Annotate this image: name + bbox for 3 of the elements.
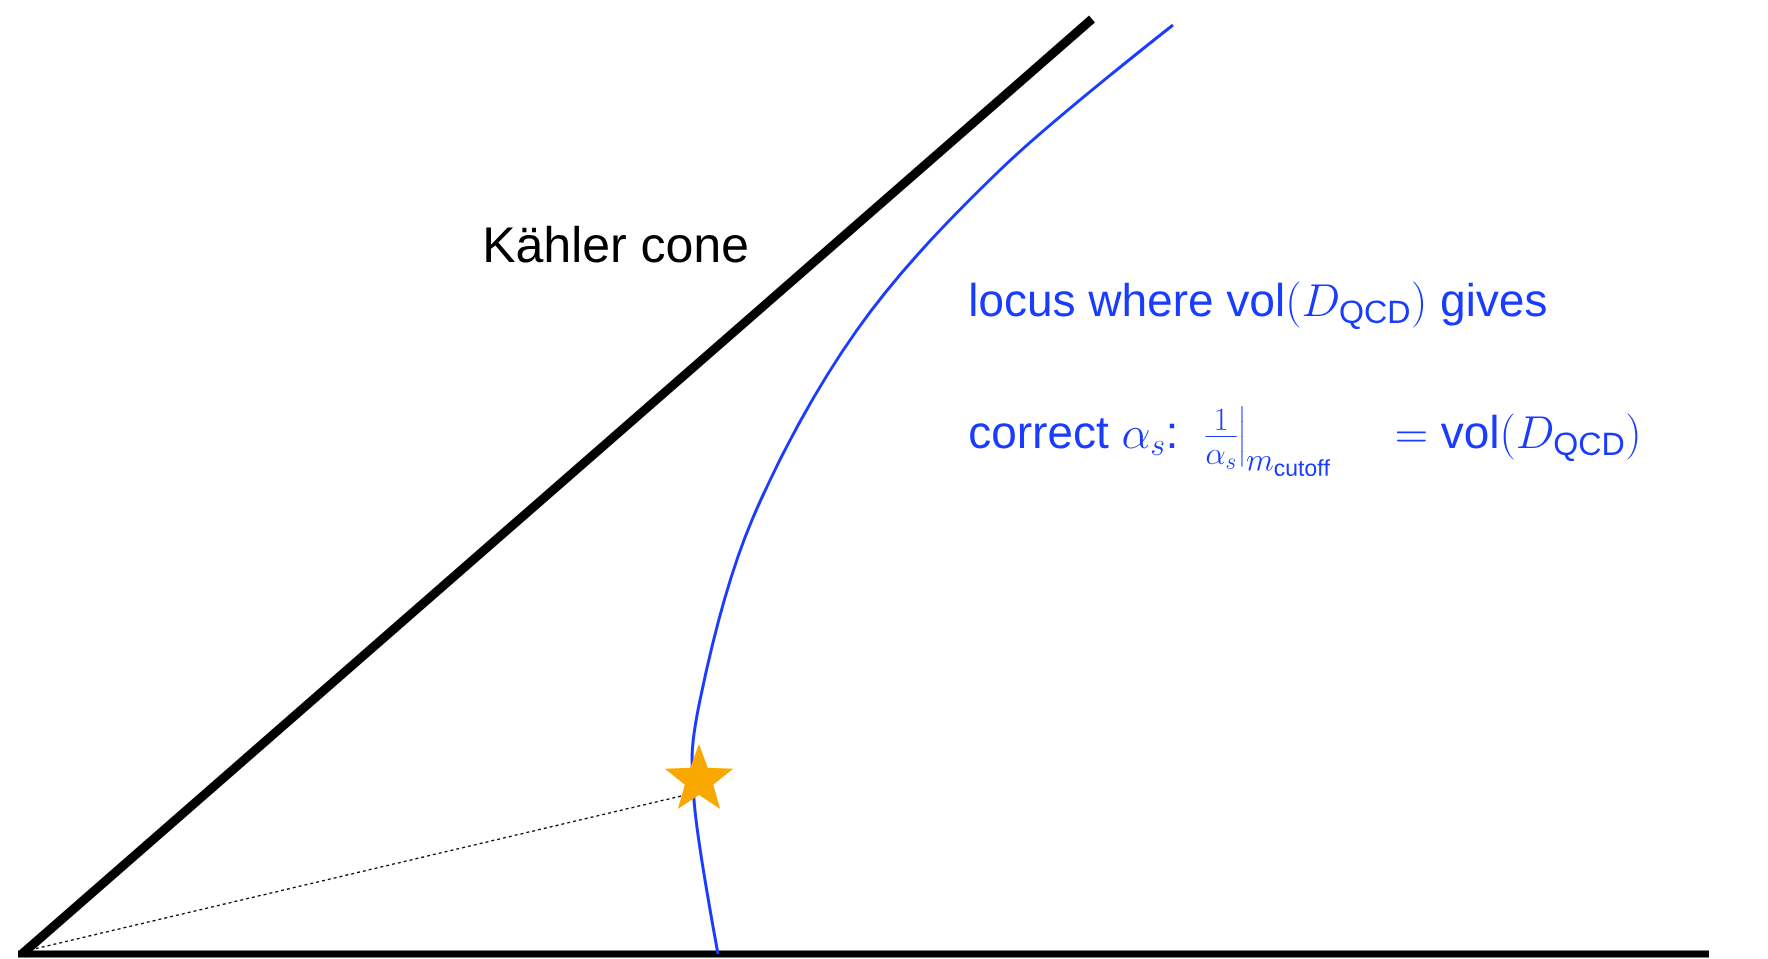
- locus-label: $\text{correct }\alpha_s\text{: }\left.\frac{1}{\alpha_s}\right|_{m_{\mathrm{cutoff}}}\;\;\;\;= \mathrm{vol}(D_{\mathrm{QCD}})$: [970, 406, 1638, 477]
- locus-label: $\text{locus where }\mathrm{vol}(D_{\mathrm{QCD}})\text{ gives}$: [971, 281, 1546, 329]
- cone-label: Kähler cone: [486, 225, 747, 263]
